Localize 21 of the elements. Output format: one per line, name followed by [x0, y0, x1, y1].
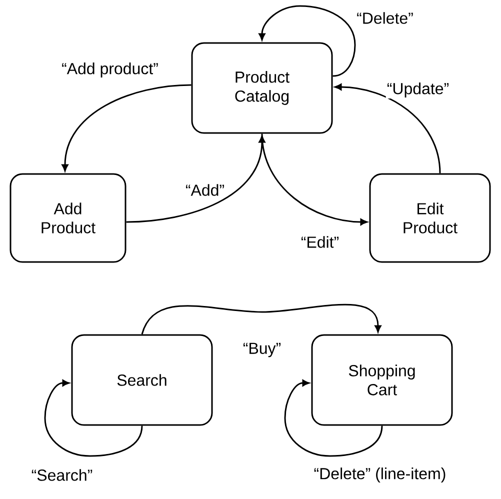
arrow: [284, 380, 383, 457]
edge-label: “Edit”: [300, 235, 340, 249]
arrow: [44, 380, 143, 457]
arrow: [261, 134, 368, 226]
arrow: [126, 136, 266, 223]
state-box: Product Catalog: [191, 42, 333, 134]
state-box: Search: [71, 334, 213, 426]
edge-label: “Add product”: [60, 62, 160, 78]
arrow: [334, 84, 441, 174]
edge-label: “Delete”: [356, 11, 414, 25]
arrow: [62, 84, 192, 172]
state-box: Edit Product: [369, 173, 491, 263]
state-box: Shopping Cart: [311, 334, 453, 426]
state-box: Add Product: [10, 173, 126, 263]
arrow: [141, 304, 382, 335]
edge-label: “Update”: [386, 82, 450, 98]
edge-label: “Add”: [184, 183, 226, 197]
edge-label: “Buy”: [242, 342, 282, 358]
edge-label: “Delete” (line-item): [312, 466, 448, 484]
edge-label: “Search”: [30, 468, 94, 482]
arrow: [258, 5, 356, 77]
